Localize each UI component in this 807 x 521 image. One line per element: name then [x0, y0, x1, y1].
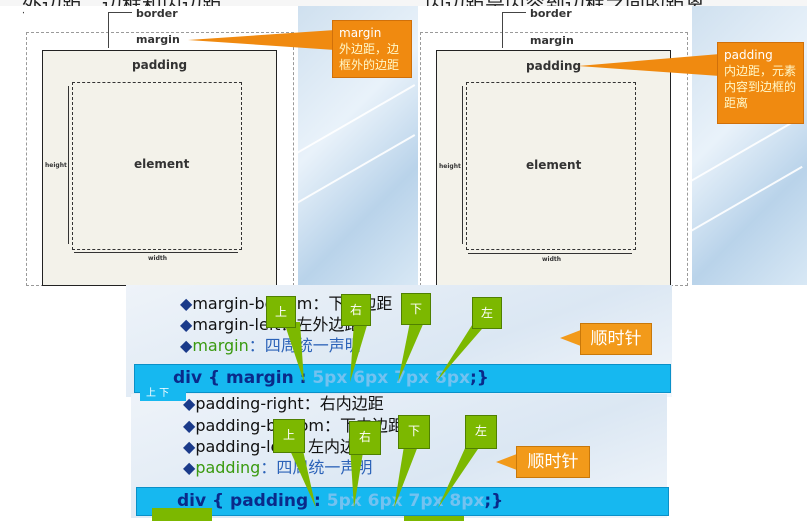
- padding-partial-tag-top: 上 下: [140, 387, 186, 401]
- padding-tag-top: 上: [273, 419, 305, 453]
- margin-callout-pointer: [188, 30, 335, 50]
- bullet-diamond-icon: ◆: [180, 336, 193, 355]
- margin-label: margin: [530, 34, 574, 47]
- bullet-diamond-icon: ◆: [180, 294, 193, 313]
- height-label: height: [439, 163, 461, 170]
- width-label: width: [542, 256, 562, 263]
- margin-clockwise-label: 顺时针: [580, 323, 652, 355]
- border-pointer-line-h: [502, 12, 526, 13]
- margin-callout-title: margin: [339, 26, 382, 40]
- padding-partial-tag-bottom: [152, 508, 212, 521]
- padding-clockwise-label: 顺时针: [516, 446, 590, 478]
- bullet-diamond-icon: ◆: [180, 315, 193, 334]
- content-area: [466, 82, 636, 250]
- height-arrow: [68, 86, 69, 244]
- padding-callout: padding 内边距，元素内容到边框的距离: [717, 42, 804, 124]
- padding-tag-left: 左: [465, 415, 497, 449]
- box-model-diagram-margin: border margin padding element height wid…: [24, 6, 298, 286]
- padding-partial-tag-bottom-2: [404, 516, 464, 521]
- margin-callout: margin 外边距，边框外的边距: [332, 20, 412, 78]
- padding-clockwise-pointer: [496, 452, 522, 472]
- bullet-padding-right: ◆padding-right：右内边距: [183, 394, 384, 413]
- border-label: border: [136, 7, 178, 20]
- border-pointer-line: [502, 12, 503, 48]
- padding-label: padding: [132, 58, 188, 72]
- top-strip: [0, 0, 807, 6]
- width-label: width: [148, 255, 168, 262]
- height-arrow: [462, 86, 463, 244]
- border-box: [42, 50, 277, 286]
- bullet-diamond-icon: ◆: [183, 437, 196, 456]
- margin-code-text: div { margin : 5px 6px 7px 8px;}: [173, 368, 489, 388]
- margin-tag-pointers: [284, 322, 488, 382]
- padding-callout-body: 内边距，元素内容到边框的距离: [724, 64, 797, 110]
- padding-label: padding: [526, 59, 582, 73]
- margin-callout-body: 外边距，边框外的边距: [339, 42, 400, 72]
- border-box: [436, 50, 671, 286]
- padding-tag-right: 右: [349, 421, 381, 455]
- element-label: element: [134, 157, 190, 171]
- padding-code-bar: div { padding : 5px 6px 7px 8px;}: [136, 487, 669, 516]
- border-pointer-line-h: [108, 12, 132, 13]
- margin-label: margin: [136, 33, 180, 46]
- margin-clockwise-pointer: [560, 328, 586, 348]
- margin-tag-top: 上: [266, 296, 296, 328]
- border-label: border: [530, 7, 572, 20]
- box-model-diagram-padding: border margin padding element height wid…: [418, 6, 692, 286]
- bullet-margin: ◆margin：四周统一声明: [180, 336, 361, 355]
- padding-callout-title: padding: [724, 48, 773, 62]
- border-pointer-line: [108, 12, 109, 48]
- bullet-diamond-icon: ◆: [183, 458, 196, 477]
- width-arrow: [468, 253, 632, 254]
- width-arrow: [74, 252, 238, 253]
- padding-tag-bottom: 下: [398, 415, 430, 449]
- margin-tag-bottom: 下: [401, 293, 431, 325]
- bullet-padding: ◆padding：四周统一声明: [183, 458, 373, 477]
- padding-tag-pointers: [288, 446, 480, 508]
- element-label: element: [526, 158, 582, 172]
- bullet-diamond-icon: ◆: [183, 416, 196, 435]
- bullet-diamond-icon: ◆: [183, 394, 196, 413]
- margin-tag-left: 左: [472, 297, 502, 329]
- height-label: height: [45, 162, 67, 169]
- margin-tag-right: 右: [341, 294, 371, 326]
- padding-callout-pointer: [578, 54, 720, 76]
- content-area: [72, 82, 242, 250]
